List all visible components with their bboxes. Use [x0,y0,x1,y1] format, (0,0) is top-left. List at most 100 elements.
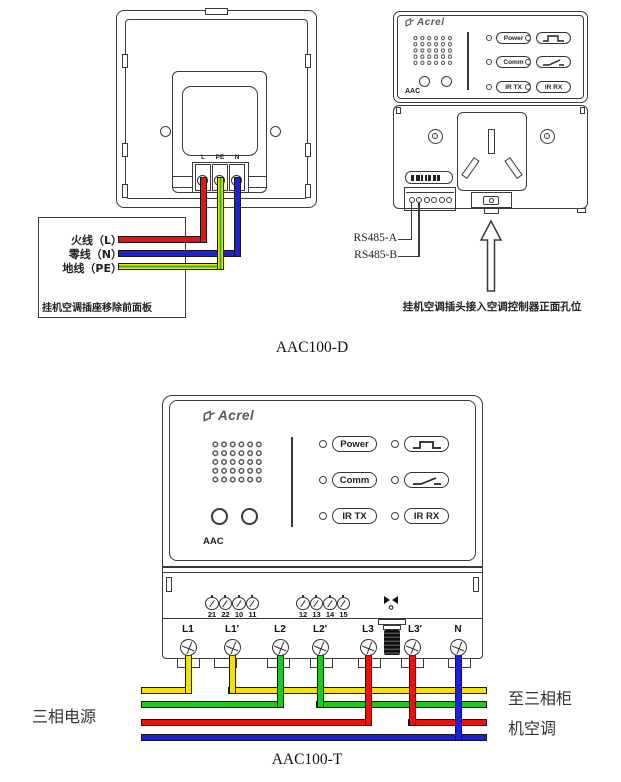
plate-side-tab [305,54,311,68]
panel-divider [467,32,469,90]
mount-hole [427,128,443,144]
rs485-b-label: RS485-B [354,249,397,261]
pulse-led [525,35,531,41]
small-screw-22 [218,594,232,610]
power-label: Power [332,436,377,452]
plate-screw-hole [160,126,171,137]
irtx-led [486,84,492,90]
arrow-note: 挂机空调插头接入空调控制器正面孔位 [402,301,582,313]
shell-side-tab [166,577,172,592]
terminal-label-l1: L1 [182,624,194,635]
brand-text: Acrel [218,408,255,423]
l2-bus-left [141,701,284,708]
antenna-mount-bar [378,619,406,625]
power-label: Power [496,32,531,44]
switch-icon [404,472,449,488]
acrel-logo-mark [203,409,216,422]
to-ac-unit-label: 至三相柜 机空调 [508,684,572,744]
small-screw-13 [309,594,323,610]
earth-wire-vertical [216,177,224,270]
panel-divider [291,437,293,527]
terminal-label-n: N [234,154,240,161]
rs485-connector [404,187,456,211]
t-front-panel [169,400,476,561]
terminal-label-l: L [201,154,205,161]
terminal-label-l3p: L3' [407,624,423,635]
terminal-row-line [163,617,482,619]
irrx-label: IR RX [536,81,571,93]
small-terminal-number: 10 [234,610,244,619]
arrow-up-icon [479,219,503,292]
wire-label-earth: 地线（PE） [62,262,122,275]
connector-pin [446,197,452,203]
small-screw-11 [245,594,259,610]
d-button-2 [440,75,452,87]
mount-hole-center [432,133,438,139]
l3-bus-left [141,719,372,726]
small-screw-12 [296,594,310,610]
pulse-led [391,440,399,448]
l1-wire [184,650,192,694]
terminal-label-n: N [454,624,462,635]
irrx-led [391,512,399,520]
small-terminal-number: 11 [248,610,257,619]
switch-led [525,59,531,65]
live-wire-horizontal [118,236,207,243]
switch-led [391,476,399,484]
neutral-wire-vertical [233,177,241,257]
live-wire-vertical [199,177,207,243]
neutral-wire-horizontal [118,250,241,257]
terminal-label-pe: PE [215,154,225,161]
wire-legend-note: 挂机空调插座移除前面板 [42,303,152,314]
terminal-label-l3: L3 [362,624,374,635]
bottom-right-tab [577,207,586,213]
rs485-b-leader-h [398,255,420,257]
irtx-label: IR TX [332,508,377,524]
antenna-mount-collar [383,625,401,630]
pulse-icon [536,32,571,44]
corner-mark [396,107,401,114]
switch-icon [536,56,571,68]
caption-aac100t: AAC100-T [271,751,343,768]
irtx-label: IR TX [496,81,531,93]
rs485-a-leader-h [398,238,412,240]
connector-pin-b [416,197,422,203]
comm-led [486,59,492,65]
rs485-a-label: RS485-A [353,232,397,244]
small-screw-14 [323,594,337,610]
shell-line [163,566,482,568]
connector-pin [438,197,445,203]
antenna-connector [384,630,400,655]
mount-hole [539,128,555,144]
l1p-wire [228,650,236,694]
power-led [319,440,327,448]
connector-pin [431,197,437,203]
power-led [486,35,492,41]
neutral-bus [141,734,487,741]
n-wire [454,650,462,741]
l2p-wire [316,650,324,708]
plate-side-tab [122,54,128,68]
speaker-grille [211,440,263,484]
l3-bus-right [408,719,487,726]
rs485-a-leader-v [410,203,412,240]
plate-side-tab [122,184,128,198]
d-front-panel [393,11,588,103]
d-panel-label: AAC [405,88,421,95]
t-panel-label: AAC [203,536,224,547]
l1-bus-left [141,687,192,694]
l2-wire [276,650,284,708]
recess-clip-dot [489,198,494,203]
small-terminal-number: 22 [221,610,230,619]
plate-opening [182,86,258,156]
terminal-strip [405,171,453,184]
mount-hole-center [544,133,550,139]
small-terminal-number: 21 [207,610,217,619]
d-front-panel-inner [397,15,584,99]
plate-screw-hole [270,126,281,137]
acrel-logo: Acrel [405,17,445,28]
corner-mark [580,107,585,114]
to-ac-unit-line2: 机空调 [508,719,557,738]
brand-text: Acrel [417,17,445,28]
terminal-label-l2p: L2' [312,624,328,635]
